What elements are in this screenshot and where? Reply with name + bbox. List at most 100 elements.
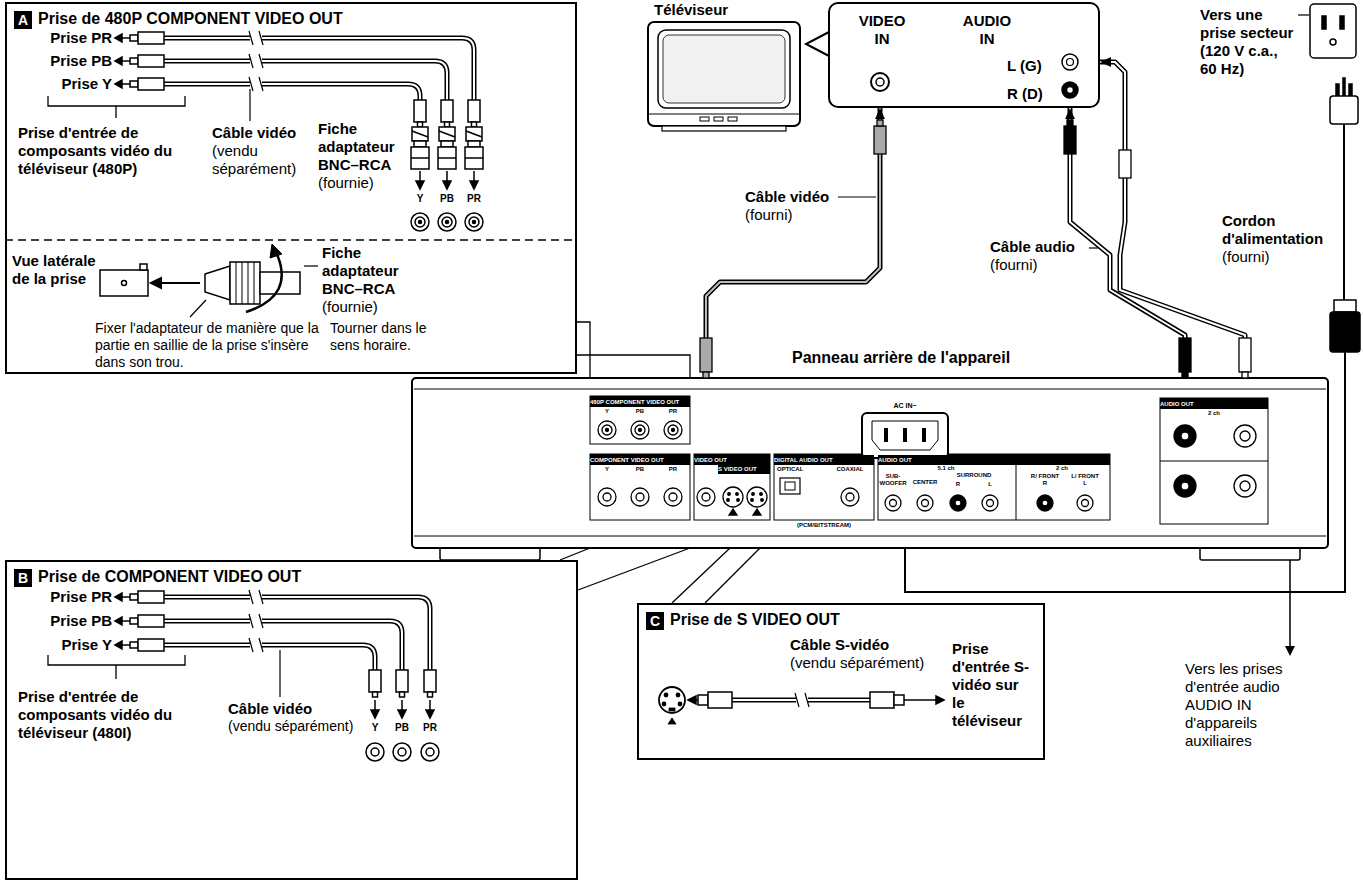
rotate-arrow	[246, 252, 282, 312]
label: COAXIAL	[832, 466, 868, 473]
leader-line	[249, 89, 250, 121]
panel-jack	[890, 500, 897, 507]
s-video-cable	[732, 699, 870, 701]
label: PB	[630, 408, 650, 415]
tv-jack	[871, 73, 889, 91]
panel-jack	[760, 493, 763, 496]
arrow	[446, 171, 448, 181]
node-heading: L (G)	[1007, 57, 1042, 75]
panel-jack	[631, 421, 649, 439]
panel-jack	[922, 500, 929, 507]
video-cable	[164, 645, 375, 670]
bnc-adapter	[441, 141, 453, 147]
tv-set	[700, 117, 709, 121]
node-heading: Prise de COMPONENT VIDEO OUT	[38, 567, 301, 586]
panel-jack	[664, 488, 682, 506]
s-video-plug	[698, 695, 708, 705]
player-back-panel	[903, 428, 907, 442]
tv-set	[714, 117, 723, 121]
wall-outlet	[1310, 4, 1356, 58]
player-back-panel	[590, 396, 690, 406]
bnc-adapter	[438, 157, 456, 159]
panel-jack	[846, 493, 854, 501]
label: PR	[459, 193, 489, 205]
leader-line	[672, 548, 760, 603]
rca-plug	[130, 35, 138, 41]
arrowhead	[1100, 57, 1111, 67]
arrowhead	[1065, 108, 1075, 119]
panel-jack	[1174, 475, 1196, 497]
wall-outlet	[1340, 16, 1344, 29]
bnc-adapter	[414, 141, 426, 147]
video-cable-core	[164, 645, 375, 670]
label: L/ FRONT L	[1070, 473, 1100, 487]
label: (fournie)	[318, 174, 404, 192]
panel-jack	[728, 493, 731, 496]
wall-outlet	[1322, 16, 1326, 29]
panel-jack	[751, 499, 754, 502]
label: L	[985, 481, 995, 488]
label: Y	[405, 193, 435, 205]
cable-break	[249, 590, 263, 652]
label: Vers les prises d'entrée audio AUDIO IN …	[1185, 660, 1310, 750]
panel-jack	[761, 499, 764, 502]
arrow	[470, 181, 478, 189]
rca-plug	[130, 81, 138, 87]
label: 2 ch	[1199, 410, 1229, 417]
s-video-plug	[894, 695, 904, 705]
tv-jack	[1067, 59, 1074, 66]
rca-plug	[441, 100, 453, 122]
label: SUB- WOOFER	[879, 473, 907, 487]
s-video-cable	[732, 698, 870, 703]
arrow	[688, 696, 696, 704]
panel-jack	[1234, 475, 1256, 497]
panel-jack	[668, 425, 678, 435]
label: PR	[663, 466, 683, 473]
node-heading: VIDEO IN	[852, 12, 912, 48]
panel-jack	[917, 495, 933, 511]
bnc-adapter	[466, 131, 482, 137]
arrow	[398, 710, 406, 718]
player-back-panel	[1160, 398, 1268, 408]
panel-jack	[1181, 432, 1189, 440]
s-video-plug	[698, 692, 904, 708]
label: Prise PB	[40, 612, 112, 630]
jack	[398, 748, 406, 756]
tv-set	[648, 113, 800, 114]
panel-jack	[598, 488, 616, 506]
label: Prise PB	[40, 52, 112, 70]
bnc-adapter	[439, 127, 455, 141]
s-video-cable	[732, 693, 870, 707]
arrow	[374, 700, 376, 710]
rca-plug	[130, 642, 138, 648]
bracket	[48, 96, 185, 118]
label: AC IN~	[885, 402, 925, 410]
rca-plug	[138, 591, 164, 603]
label: DIGITAL AUDIO OUT	[774, 455, 874, 465]
arrow	[1285, 646, 1295, 656]
audio-plug	[1067, 120, 1073, 126]
s-video-jack	[659, 687, 685, 724]
node-heading: AUDIO IN	[957, 12, 1017, 48]
bnc-adapter	[465, 147, 483, 169]
jack-side-view	[140, 264, 147, 270]
arrow	[936, 696, 944, 704]
panel-jack	[603, 493, 611, 501]
rca-plug	[424, 670, 436, 692]
arrow	[426, 710, 434, 718]
video-cable	[164, 84, 420, 100]
jack	[393, 743, 411, 761]
bnc-adapter-side	[205, 262, 300, 304]
s-video-cable	[795, 693, 809, 707]
label: PR	[415, 722, 445, 734]
label: Tourner dans le sens horaire.	[330, 320, 448, 354]
video-cable-core	[164, 597, 430, 670]
label: Y	[597, 408, 617, 415]
rca-plug	[130, 618, 138, 624]
s-video-jack	[677, 694, 680, 697]
arrow	[429, 700, 431, 710]
tv-set	[648, 22, 800, 131]
jack	[446, 221, 449, 224]
panel-jack	[606, 429, 609, 432]
